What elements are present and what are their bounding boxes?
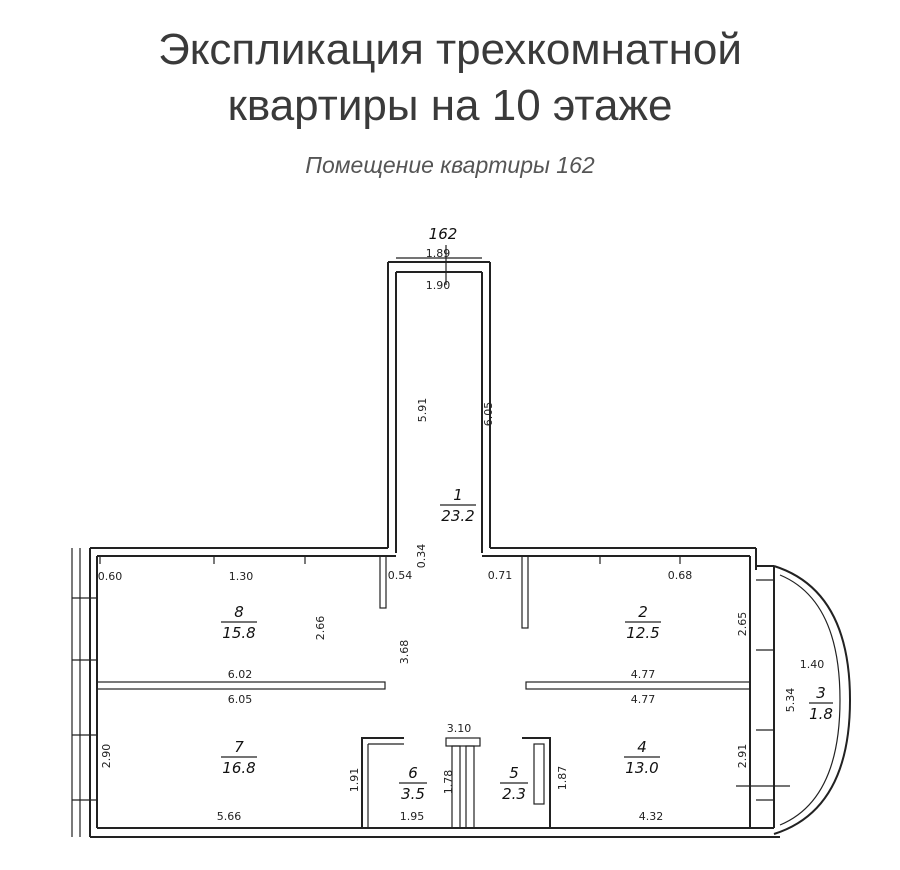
room-area: 13.0: [625, 759, 658, 777]
room-number: 1: [453, 486, 463, 504]
dim-text: 4.32: [639, 810, 664, 823]
dim-text: 1.89: [426, 247, 451, 260]
dim-text: 0.34: [415, 544, 428, 569]
room-area: 12.5: [626, 624, 659, 642]
balcony: [736, 565, 852, 835]
corridor-walls: [387, 245, 491, 553]
room-area: 3.5: [401, 785, 425, 803]
dim-text: 1.91: [348, 768, 361, 793]
dim-text: 5.91: [416, 398, 429, 423]
room-area: 15.8: [222, 624, 255, 642]
room-area: 2.3: [502, 785, 526, 803]
room-number: 8: [234, 603, 244, 621]
room-number: 6: [408, 764, 418, 782]
dim-text: 4.77: [631, 693, 656, 706]
page-subtitle: Помещение квартиры 162: [305, 152, 595, 178]
page-title: Экспликация трехкомнатной квартиры на 10…: [0, 22, 900, 134]
room-number: 7: [234, 738, 244, 756]
outer-walls: [71, 547, 780, 838]
dim-text: 1.95: [400, 810, 425, 823]
title-line-1: Экспликация трехкомнатной: [158, 25, 742, 74]
room-number: 2: [638, 603, 648, 621]
room-area: 23.2: [441, 507, 474, 525]
room-area: 16.8: [222, 759, 255, 777]
dim-text: 1.90: [426, 279, 451, 292]
room-label-2: 2 12.5: [625, 603, 661, 642]
title-line-2: квартиры на 10 этаже: [227, 81, 673, 130]
dim-text: 5.34: [784, 688, 797, 713]
interior-walls: [96, 555, 751, 829]
room-label-3: 3 1.8: [809, 684, 833, 723]
dim-text: 0.54: [388, 569, 413, 582]
dim-text: 2.65: [736, 612, 749, 637]
dim-text: 0.68: [668, 569, 693, 582]
dim-text: 1.87: [556, 766, 569, 791]
dim-text: 6.02: [228, 668, 253, 681]
room-area: 1.8: [809, 705, 833, 723]
room-label-8: 8 15.8: [221, 603, 257, 642]
room-label-7: 7 16.8: [221, 738, 257, 777]
dim-text: 1.30: [229, 570, 254, 583]
room-label-1: 1 23.2: [440, 486, 476, 525]
dim-text: 2.91: [736, 744, 749, 769]
dim-text: 0.71: [488, 569, 513, 582]
dim-text: 6.05: [482, 402, 495, 427]
room-number: 3: [816, 684, 826, 702]
dim-text: 5.66: [217, 810, 242, 823]
dim-text: 1.78: [442, 770, 455, 795]
room-number: 5: [509, 764, 519, 782]
room-label-4: 4 13.0: [624, 738, 660, 777]
dim-text: 0.60: [98, 570, 123, 583]
room-number: 4: [637, 738, 647, 756]
dim-text: 3.10: [447, 722, 472, 735]
dim-text: 4.77: [631, 668, 656, 681]
dim-text: 1.40: [800, 658, 825, 671]
dim-text: 2.90: [100, 744, 113, 769]
dim-text: 2.66: [314, 616, 327, 641]
room-label-5: 5 2.3: [500, 764, 528, 803]
apartment-number: 162: [429, 225, 458, 243]
dim-text: 6.05: [228, 693, 253, 706]
room-label-6: 6 3.5: [399, 764, 427, 803]
dim-text: 3.68: [398, 640, 411, 665]
